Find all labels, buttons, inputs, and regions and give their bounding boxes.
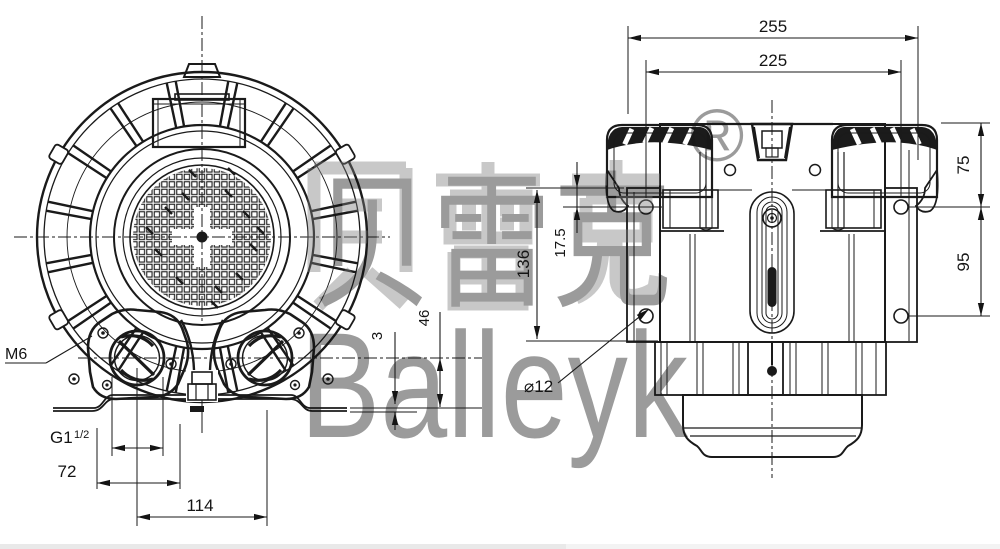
dim-port-spacing: 114 [186, 496, 213, 515]
dim-axis-to-foot: 46 [416, 310, 433, 327]
housing-clip [47, 308, 71, 332]
dim-flange-width: 72 [58, 462, 77, 481]
label-pipe-thread-sup: 1/2 [74, 429, 89, 441]
front-view [14, 16, 390, 433]
dimension-lines [5, 34, 985, 521]
dim-edge-to-hole: 17.5 [552, 228, 569, 257]
dim-foot-thickness: 3 [369, 332, 386, 340]
lower-rib-blocks [654, 341, 887, 396]
watermark: 贝雷克 Balleyk ® [300, 94, 744, 469]
center-bracket [179, 319, 225, 433]
dim-mount-hole-dia: ⌀12 [524, 377, 553, 396]
port-impeller-symbol [117, 334, 156, 382]
dim-hole-spacing: 95 [954, 253, 973, 272]
dim-overall-width: 255 [759, 17, 787, 36]
motor-housing [682, 394, 863, 458]
extension-lines [96, 26, 990, 526]
watermark-cn-text: 贝雷克 [312, 162, 672, 327]
face-bolt-hole [723, 163, 737, 177]
watermark-latin-text: Balleyk [300, 301, 689, 469]
flange-bolt-holes [68, 327, 177, 391]
body-left-flange [626, 187, 661, 343]
housing-clip [47, 142, 71, 166]
label-pipe-thread: G1 [50, 428, 73, 447]
label-tap-thread: M6 [5, 346, 27, 363]
body-right-flange [884, 187, 918, 343]
front-centerlines [14, 16, 390, 322]
registered-trademark-icon: ® [690, 94, 745, 177]
watermark-cn-strokes [307, 160, 663, 311]
dim-mount-hole-span: 225 [759, 51, 787, 70]
silencer-cap-left [605, 123, 714, 231]
dim-body-height: 136 [514, 250, 533, 278]
dimension-layer: 255 225 75 95 136 17.5 ⌀12 M6 G1 1/2 72 … [5, 17, 990, 526]
side-view [605, 100, 939, 478]
page-edge-strip-right [566, 544, 1000, 549]
fan-blade-marks [145, 167, 265, 309]
dim-top-to-hole: 75 [954, 156, 973, 175]
silencer-cap-right [830, 123, 939, 231]
face-bolt-hole [808, 163, 822, 177]
page-edge-strip-left [0, 544, 566, 549]
